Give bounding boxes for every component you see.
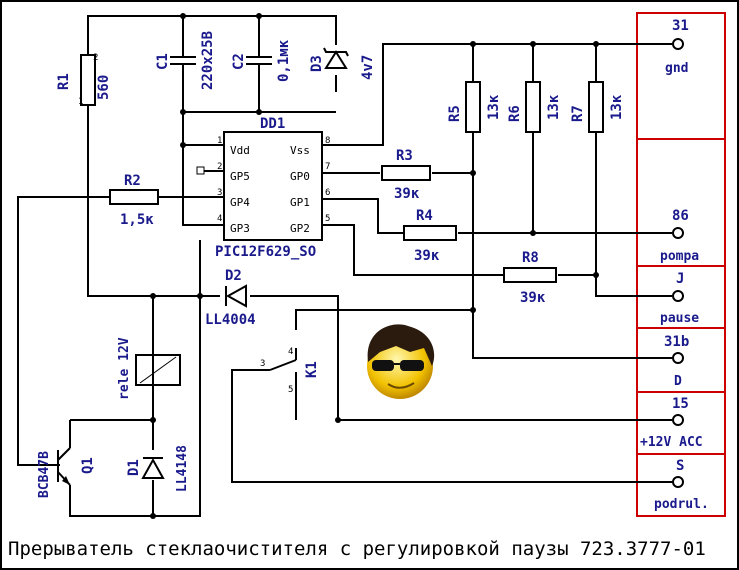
resistor-r7: R7 13к xyxy=(570,81,625,133)
resistor-r3: R3 39к xyxy=(381,148,431,202)
resistor-r8: R8 39к xyxy=(503,250,557,306)
terminal-15: 15 +12V ACC xyxy=(640,396,703,450)
r2-value: 1,5к xyxy=(120,212,154,228)
pin-gp5: GP5 xyxy=(230,170,250,183)
resistor-r4: R4 39к xyxy=(403,208,457,264)
pin-vss: Vss xyxy=(290,144,310,157)
r6-ref: R6 xyxy=(507,105,523,122)
r2-ref: R2 xyxy=(124,173,141,189)
svg-text:J: J xyxy=(676,271,684,287)
r7-value: 13к xyxy=(609,94,625,120)
junction-dots xyxy=(150,13,599,519)
svg-text:+12V ACC: +12V ACC xyxy=(640,435,703,450)
svg-text:4: 4 xyxy=(288,347,293,357)
r5-ref: R5 xyxy=(447,105,463,122)
svg-text:gnd: gnd xyxy=(665,61,688,76)
r4-ref: R4 xyxy=(416,208,433,224)
pin-gp2: GP2 xyxy=(290,222,310,235)
q1-ref: Q1 xyxy=(80,457,96,474)
r1-pin1: 1 xyxy=(78,97,83,107)
zener-diode-d3: D3 4v7 xyxy=(309,47,376,80)
pin-num-3: 3 xyxy=(217,188,222,198)
pin-num-6: 6 xyxy=(325,188,330,198)
ic-dd1: DD1 PIC12F629_SO Vdd GP5 GP4 GP3 Vss GP0… xyxy=(196,116,340,260)
pin-num-5: 5 xyxy=(325,214,330,224)
resistor-r2: R2 1,5к xyxy=(109,173,172,228)
r3-ref: R3 xyxy=(396,148,413,164)
r7-ref: R7 xyxy=(570,105,586,122)
resistor-r6: R6 13к xyxy=(507,81,562,133)
diode-d2: D2 LL4004 xyxy=(205,268,256,328)
relay-contact-k1: K1 3 4 5 xyxy=(260,347,320,395)
c1-ref: C1 xyxy=(155,53,171,70)
svg-text:podrul.: podrul. xyxy=(654,497,709,512)
r8-value: 39к xyxy=(520,290,546,306)
svg-text:15: 15 xyxy=(672,396,689,412)
resistor-r1: R1 560 2 1 xyxy=(56,53,112,107)
terminal-31: 31 gnd xyxy=(665,18,689,76)
terminal-j: J pause xyxy=(660,271,699,326)
c2-ref: C2 xyxy=(231,53,247,70)
dd1-part: PIC12F629_SO xyxy=(215,244,316,260)
transistor-q1: BCB47B Q1 xyxy=(37,447,96,498)
c2-value: 0,1мк xyxy=(276,39,292,82)
capacitor-c1: C1 220x25B xyxy=(155,31,216,90)
svg-text:5: 5 xyxy=(288,385,293,395)
sunglasses-smiley-icon xyxy=(367,324,435,399)
k1-ref: K1 xyxy=(304,361,320,378)
d2-value: LL4004 xyxy=(205,312,256,328)
r8-ref: R8 xyxy=(522,250,539,266)
svg-text:S: S xyxy=(676,458,684,474)
pin-gp0: GP0 xyxy=(290,170,310,183)
pin-num-1: 1 xyxy=(217,136,222,146)
dd1-ref: DD1 xyxy=(260,116,285,132)
d1-value: LL4148 xyxy=(175,445,190,492)
terminal-86: 86 pompa xyxy=(660,208,699,264)
pin-gp4: GP4 xyxy=(230,196,250,209)
diode-d1: D1 LL4148 xyxy=(126,445,190,492)
terminal-block xyxy=(636,12,726,517)
schematic-title: Прерыватель стеклаочистителя с регулиров… xyxy=(8,538,706,560)
q1-part: BCB47B xyxy=(37,451,52,498)
svg-text:pompa: pompa xyxy=(660,249,699,264)
r1-ref: R1 xyxy=(56,73,72,90)
capacitor-c2: C2 0,1мк xyxy=(231,39,292,82)
pin-gp1: GP1 xyxy=(290,196,310,209)
d3-value: 4v7 xyxy=(360,55,376,80)
pin-num-7: 7 xyxy=(325,162,330,172)
relay-coil-k1: rele 12V xyxy=(117,337,181,400)
r3-value: 39к xyxy=(394,186,420,202)
terminal-31b: 31b D xyxy=(664,334,689,389)
d1-ref: D1 xyxy=(126,459,142,476)
r5-value: 13к xyxy=(486,94,502,120)
pin-num-8: 8 xyxy=(325,136,330,146)
pin-vdd: Vdd xyxy=(230,144,250,157)
c1-value: 220x25B xyxy=(200,31,216,90)
svg-text:3: 3 xyxy=(260,359,265,369)
terminal-s: S podrul. xyxy=(654,458,709,512)
svg-text:pause: pause xyxy=(660,311,699,326)
pin-gp3: GP3 xyxy=(230,222,250,235)
wires xyxy=(17,15,672,517)
resistor-r5: R5 13к xyxy=(447,81,502,133)
r4-value: 39к xyxy=(414,248,440,264)
d2-ref: D2 xyxy=(225,268,242,284)
svg-text:86: 86 xyxy=(672,208,689,224)
svg-text:31: 31 xyxy=(672,18,689,34)
svg-text:D: D xyxy=(674,374,682,389)
r1-pin2: 2 xyxy=(93,53,98,63)
svg-text:31b: 31b xyxy=(664,334,689,350)
relay-label: rele 12V xyxy=(117,337,132,400)
r6-value: 13к xyxy=(546,94,562,120)
r1-value: 560 xyxy=(96,75,112,100)
pin-num-2: 2 xyxy=(217,162,222,172)
pin-num-4: 4 xyxy=(217,214,222,224)
d3-ref: D3 xyxy=(309,55,325,72)
